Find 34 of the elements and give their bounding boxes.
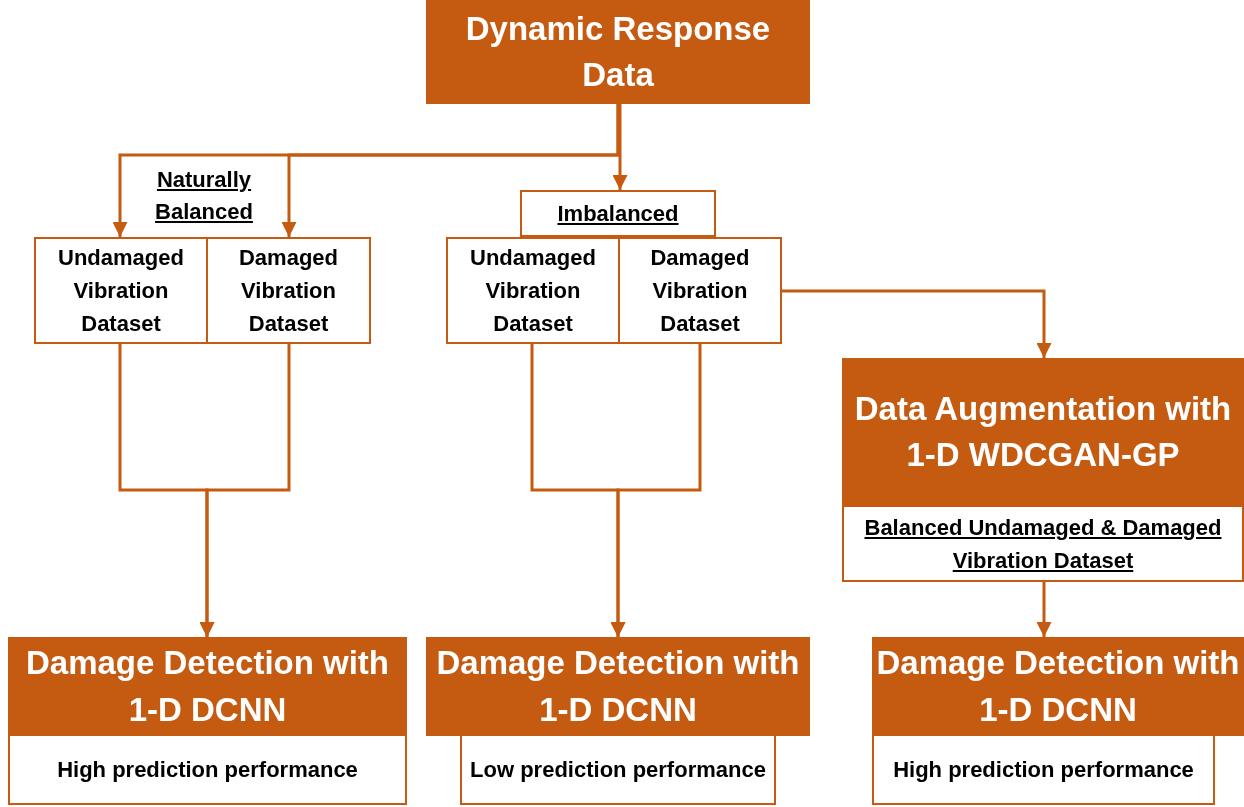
data-box	[446, 237, 620, 344]
process-box	[8, 637, 407, 736]
arrow	[610, 344, 702, 637]
box-text: Undamaged Vibration Dataset	[469, 244, 597, 338]
box-text: Undamaged Vibration Dataset	[57, 244, 185, 338]
data-box	[460, 734, 776, 805]
data-box	[872, 734, 1215, 805]
arrow	[612, 104, 628, 190]
box-text: Imbalanced	[557, 200, 679, 228]
data-box	[34, 237, 208, 344]
box-text: High prediction performance	[893, 756, 1194, 784]
data-box	[8, 734, 407, 805]
process-title: Damage Detection with 1-D DCNN	[24, 643, 391, 730]
box-text: Low prediction performance	[470, 756, 766, 784]
data-box	[618, 237, 782, 344]
data-box	[206, 237, 371, 344]
box-text: Balanced Undamaged & Damaged Vibration Dataset	[863, 513, 1223, 575]
arrow	[199, 344, 291, 637]
process-title: Damage Detection with 1-D DCNN	[435, 643, 801, 730]
category-label: Naturally Balanced	[154, 166, 254, 226]
box-text: High prediction performance	[57, 756, 358, 784]
box-text: Damaged Vibration Dataset	[237, 244, 339, 338]
box-text: Damaged Vibration Dataset	[649, 244, 751, 338]
process-box	[842, 358, 1244, 506]
arrow	[782, 289, 1052, 358]
arrow	[281, 104, 620, 237]
process-title: Data Augmentation with 1-D WDCGAN-GP	[853, 388, 1233, 475]
process-title: Damage Detection with 1-D DCNN	[875, 643, 1241, 730]
arrow	[1036, 582, 1052, 637]
category-box	[520, 190, 716, 237]
process-title: Dynamic Response Data	[464, 8, 772, 95]
process-box	[426, 0, 810, 104]
category-box	[842, 505, 1244, 582]
process-box	[426, 637, 810, 736]
